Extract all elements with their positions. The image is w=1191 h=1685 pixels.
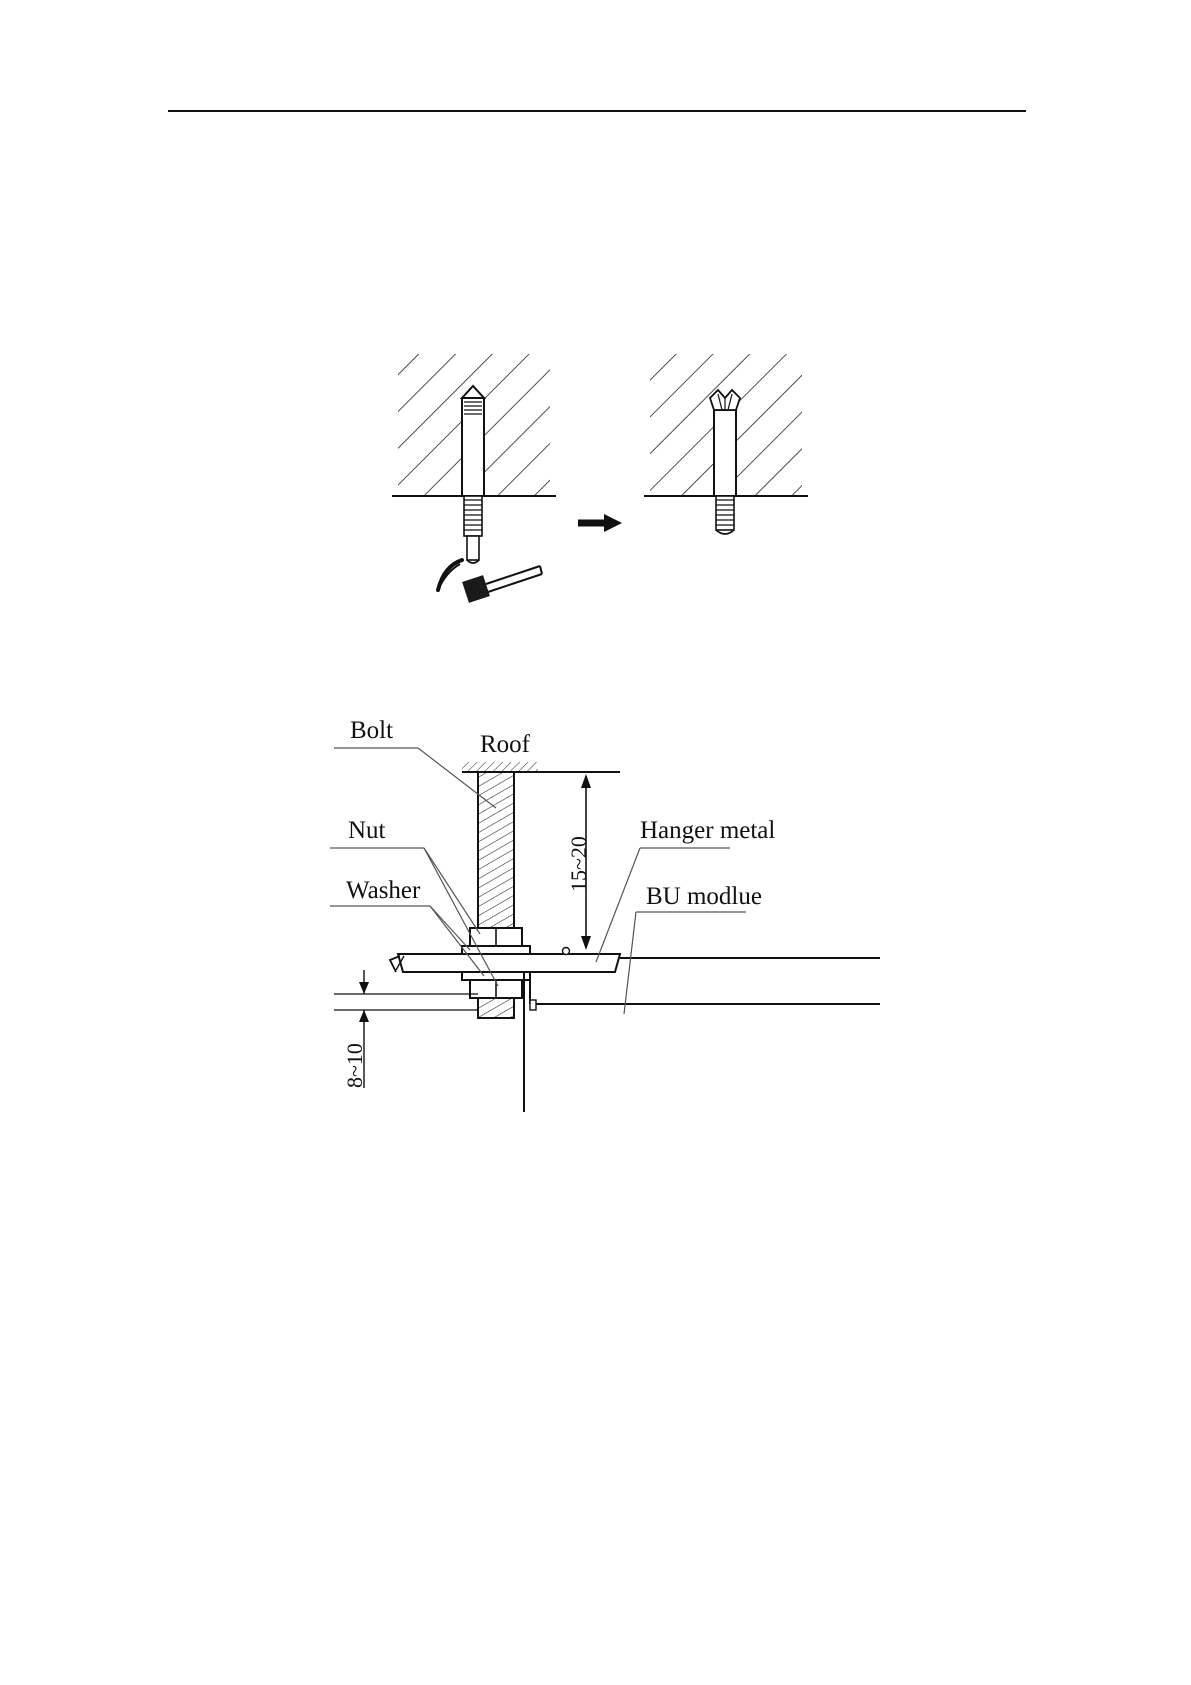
label-nut: Nut — [348, 817, 386, 844]
ceiling-block-left — [392, 354, 556, 563]
ceiling-block-right — [644, 354, 808, 534]
dimension-top-text: 15~20 — [566, 836, 591, 892]
roof-surface — [462, 762, 620, 772]
upper-washer — [462, 946, 530, 954]
hanging-assembly-figure: 15~20 8~10 — [330, 717, 880, 1112]
label-bolt: Bolt — [350, 717, 393, 744]
dimension-15-20: 15~20 — [566, 774, 591, 950]
label-hanger-metal: Hanger metal — [640, 817, 775, 844]
lower-washer — [462, 972, 530, 980]
label-washer: Washer — [346, 877, 421, 904]
process-arrow-icon — [578, 514, 622, 532]
label-bu-module: BU modlue — [646, 883, 762, 910]
hammer-icon — [438, 560, 542, 603]
bu-module — [524, 958, 880, 1112]
label-roof: Roof — [480, 731, 531, 758]
anchor-install-figure — [392, 354, 808, 603]
dimension-8-10: 8~10 — [334, 970, 478, 1088]
dimension-bottom-text: 8~10 — [342, 1043, 367, 1088]
